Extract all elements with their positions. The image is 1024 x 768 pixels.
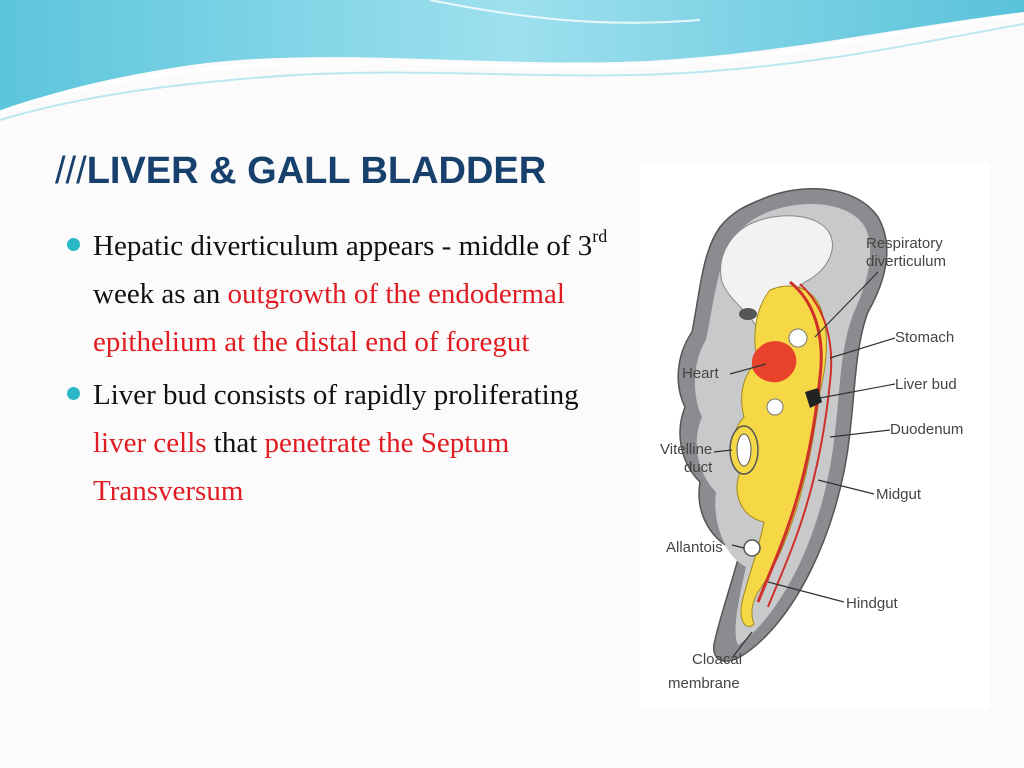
- bullet-text: Liver bud consists of rapidly proliferat…: [93, 379, 579, 411]
- label-stomach: Stomach: [895, 329, 954, 346]
- highlight-text: penetrate the Septum Transversum: [93, 427, 510, 507]
- superscript: rd: [592, 226, 608, 247]
- bullet-text: Hepatic diverticulum appears - middle of…: [93, 230, 593, 262]
- bullet-icon: [67, 238, 80, 251]
- label-respiratory: Respiratory: [866, 235, 943, 252]
- embryo-diagram: Respiratory diverticulum Stomach Heart L…: [640, 162, 990, 710]
- label-cloacal: Cloacal: [692, 651, 742, 668]
- label-hindgut: Hindgut: [846, 595, 899, 612]
- highlight-text: liver cells: [93, 427, 207, 459]
- bullet-text: week as an: [93, 278, 228, 310]
- label-duodenum: Duodenum: [890, 421, 963, 438]
- top-wave-banner: [0, 0, 1024, 121]
- label-diverticulum: diverticulum: [866, 253, 946, 270]
- label-vitelline: Vitelline: [660, 441, 712, 458]
- title-text: LIVER & GALL BLADDER: [86, 150, 547, 192]
- label-allantois: Allantois: [666, 539, 723, 556]
- title-prefix: ///: [55, 150, 87, 192]
- label-membrane: membrane: [668, 675, 740, 692]
- label-duct: duct: [684, 459, 713, 476]
- list-item: Liver bud consists of rapidly proliferat…: [66, 371, 626, 515]
- highlight-text: outgrowth of the endodermal epithelium a…: [93, 278, 565, 358]
- list-item: Hepatic diverticulum appears - middle of…: [66, 222, 626, 366]
- label-midgut: Midgut: [876, 486, 922, 503]
- heart-shape: [751, 341, 797, 383]
- label-liver-bud: Liver bud: [895, 376, 957, 393]
- bullet-list: Hepatic diverticulum appears - middle of…: [66, 222, 626, 520]
- label-heart: Heart: [682, 365, 720, 382]
- bullet-text: that: [206, 427, 265, 459]
- bullet-icon: [67, 387, 80, 400]
- page-title: ///LIVER & GALL BLADDER: [55, 150, 546, 193]
